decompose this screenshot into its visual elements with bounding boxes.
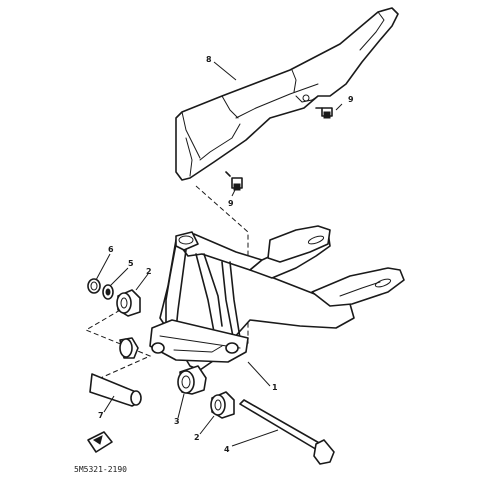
- callout-spacer: 7: [98, 411, 104, 420]
- leader-7: [103, 395, 115, 413]
- callout-chain-case: 8: [206, 55, 212, 64]
- callout-bushing-lower: 2: [194, 433, 200, 442]
- leader-2-upper: [135, 273, 149, 291]
- callout-cap: 6: [108, 245, 114, 254]
- leader-1: [247, 361, 271, 387]
- pivot-bearing[interactable]: [177, 365, 207, 395]
- front-direction-icon: [87, 431, 113, 453]
- pivot-shaft[interactable]: [239, 399, 335, 465]
- callout-bushing-upper: 2: [146, 267, 152, 276]
- leader-6: [95, 253, 111, 281]
- assembly-guide: [84, 301, 152, 381]
- callout-washer: 5: [128, 259, 134, 268]
- leader-3: [177, 393, 185, 419]
- pivot-bushing-left[interactable]: [119, 337, 139, 359]
- cap[interactable]: [87, 278, 101, 294]
- callout-swingarm: 1: [272, 383, 278, 392]
- leader-5: [109, 267, 129, 287]
- leader-8: [213, 61, 237, 81]
- part-code: 5M5321-2190: [74, 465, 127, 474]
- leader-9-mid: [231, 187, 237, 197]
- spacer-sleeve[interactable]: [89, 373, 142, 407]
- leader-2-lower: [199, 415, 215, 435]
- callout-bearing: 3: [174, 417, 180, 426]
- swingarm[interactable]: [149, 225, 405, 371]
- leader-4: [231, 429, 279, 447]
- bushing-lower[interactable]: [210, 391, 235, 419]
- washer[interactable]: [102, 284, 114, 300]
- bushing-upper[interactable]: [116, 289, 141, 317]
- chain-case[interactable]: [175, 7, 399, 181]
- bolt-middle[interactable]: [225, 171, 243, 191]
- callout-bolt-top: 9: [348, 95, 354, 104]
- bolt-top[interactable]: [315, 107, 333, 119]
- callout-bolt-mid: 9: [228, 199, 234, 208]
- callout-pivot-shaft: 4: [224, 445, 230, 454]
